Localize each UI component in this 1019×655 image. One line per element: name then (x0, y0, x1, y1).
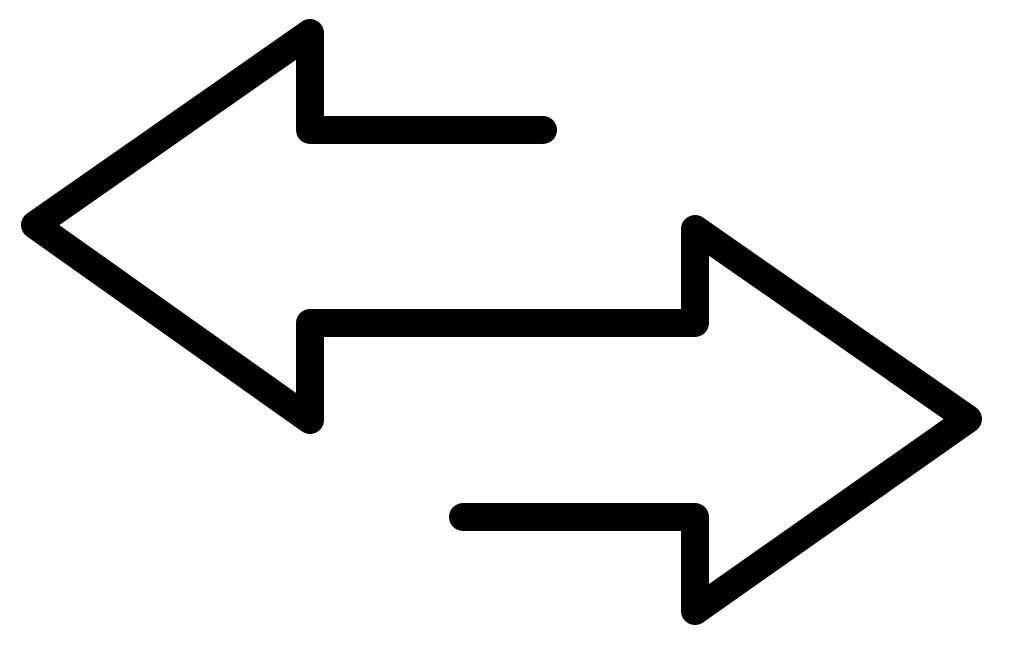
left-arrow-icon (21, 19, 982, 625)
